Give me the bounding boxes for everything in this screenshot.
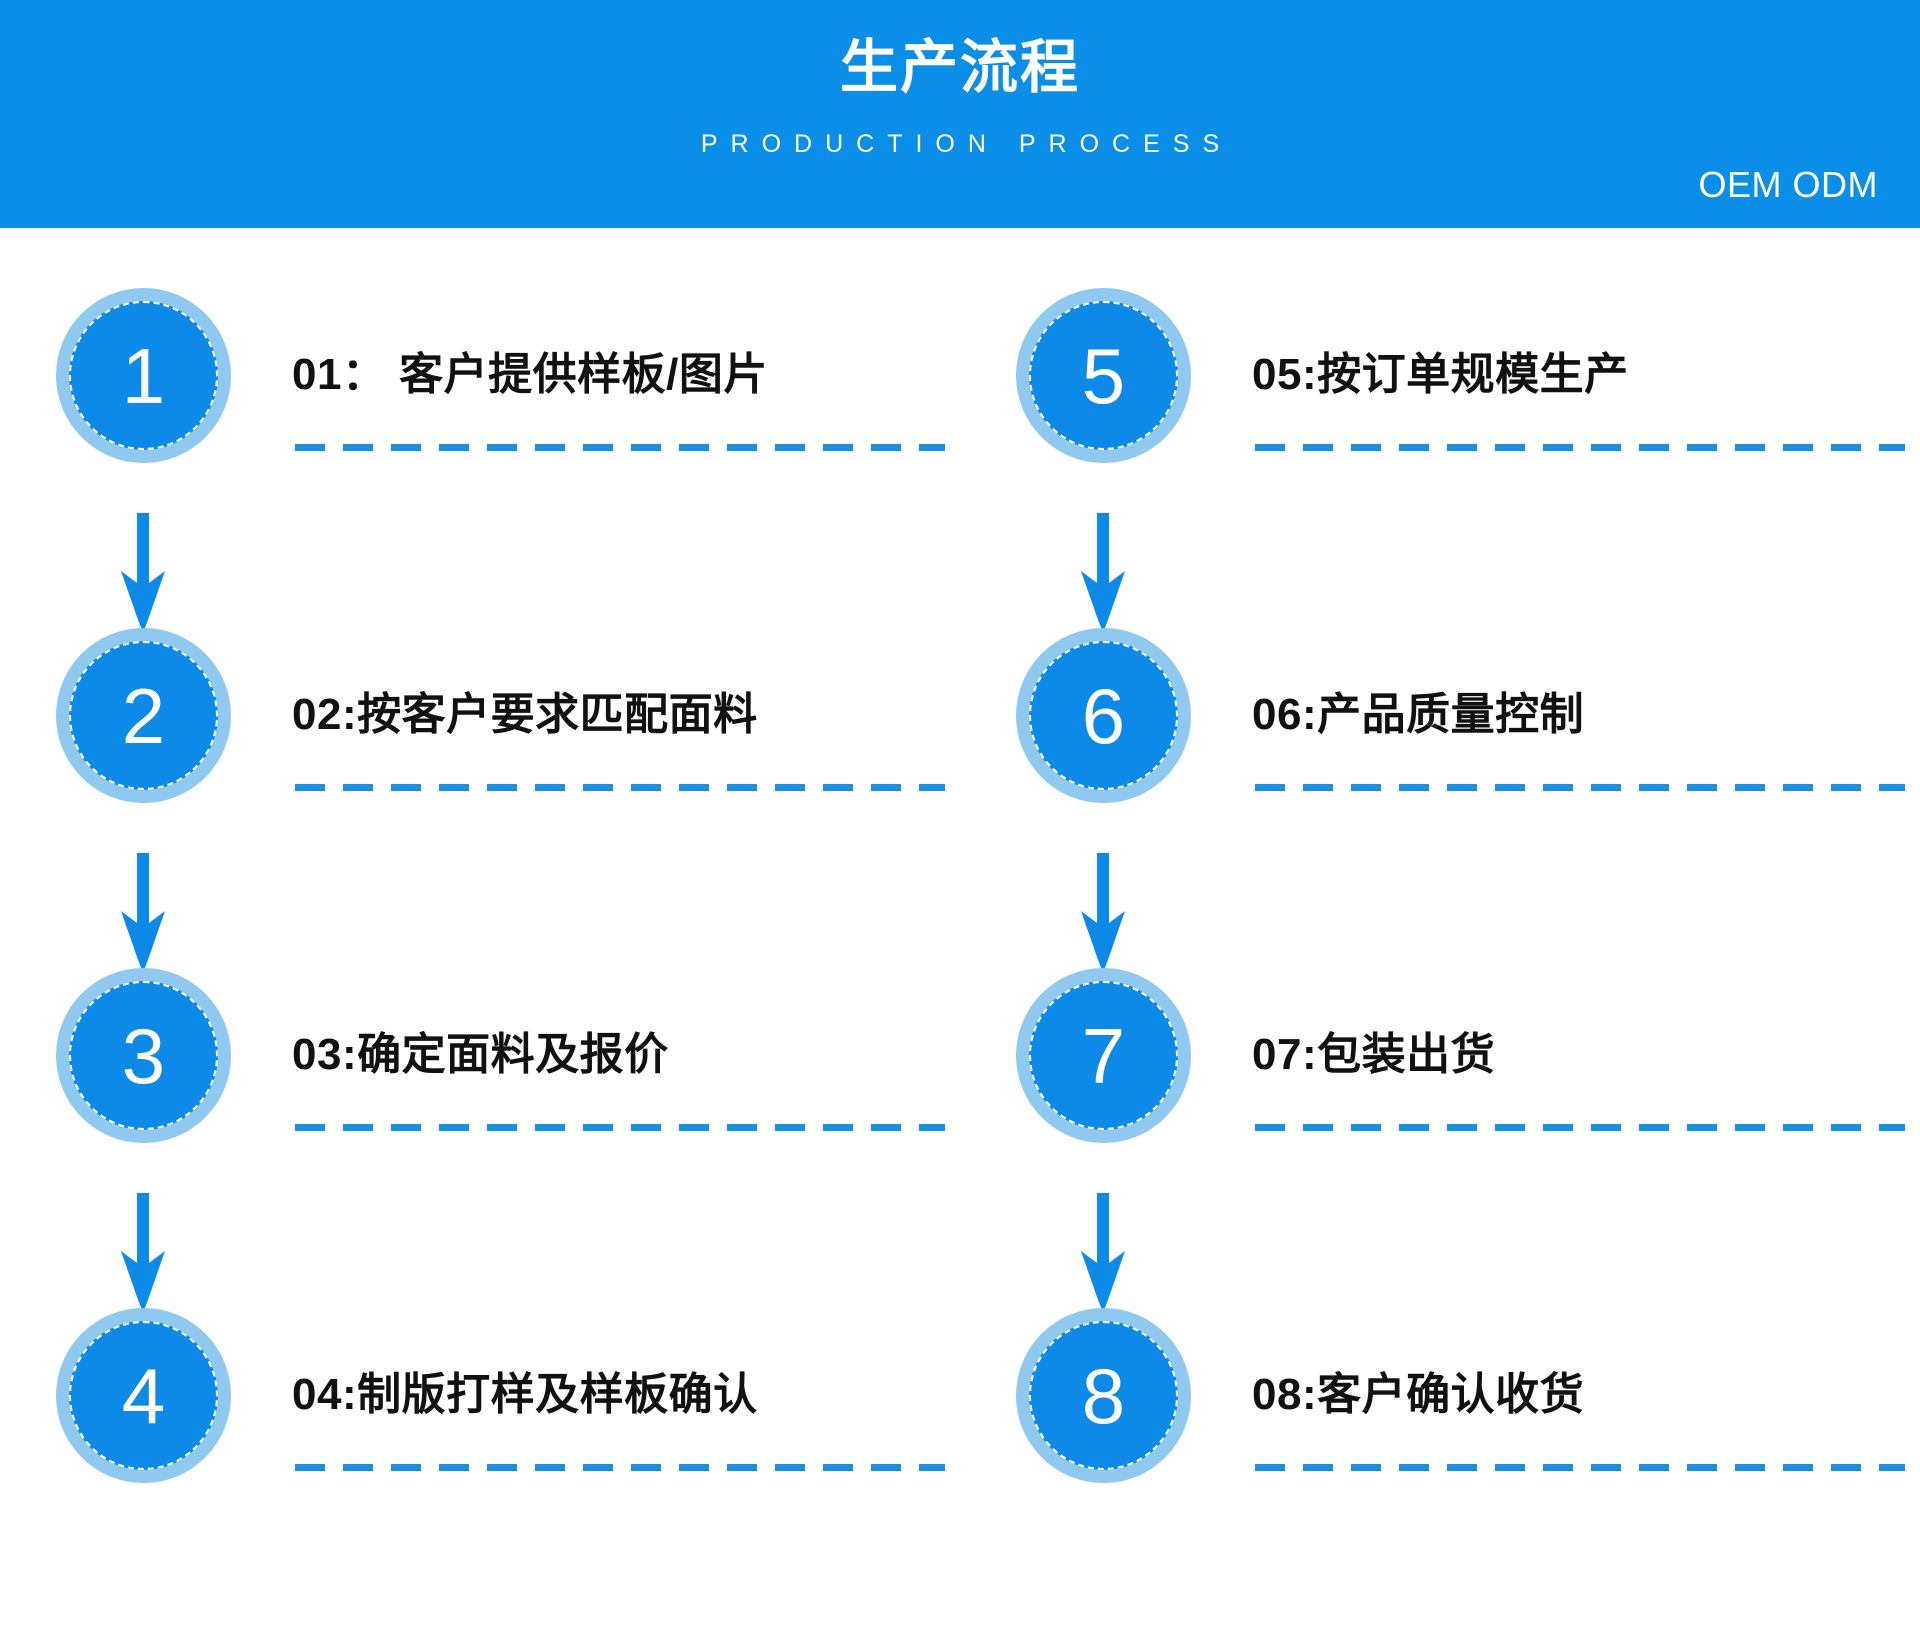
step-badge-core: 6 (1029, 641, 1178, 790)
step-badge: 7 (1016, 968, 1191, 1143)
step-label: 01： 客户提供样板/图片 (292, 350, 768, 399)
step-badge: 3 (56, 968, 231, 1143)
step-badge: 1 (56, 288, 231, 463)
step-badge-core: 7 (1029, 981, 1178, 1130)
step-number: 7 (1081, 1011, 1126, 1100)
process-step[interactable]: 1 01： 客户提供样板/图片 (0, 288, 960, 488)
header-banner: 生产流程 PRODUCTION PROCESS OEM ODM (0, 0, 1920, 228)
step-badge-core: 3 (69, 981, 218, 1130)
step-label: 06:产品质量控制 (1252, 690, 1585, 739)
process-step[interactable]: 4 04:制版打样及样板确认 (0, 1308, 960, 1508)
step-underline-dashed (295, 784, 945, 791)
step-badge: 4 (56, 1308, 231, 1483)
step-badge: 5 (1016, 288, 1191, 463)
flow-column-right: 5 05:按订单规模生产 6 06:产 (960, 228, 1920, 1630)
flow-arrow-down-icon (113, 513, 173, 633)
step-number: 8 (1081, 1351, 1126, 1440)
page-subtitle: PRODUCTION PROCESS (700, 130, 1233, 158)
step-underline-dashed (1255, 444, 1905, 451)
step-underline-dashed (1255, 784, 1905, 791)
step-label: 04:制版打样及样板确认 (292, 1370, 758, 1419)
step-badge-core: 2 (69, 641, 218, 790)
step-number: 2 (121, 671, 166, 760)
step-label: 07:包装出货 (1252, 1030, 1496, 1079)
step-underline-dashed (1255, 1464, 1905, 1471)
step-badge-core: 1 (69, 301, 218, 450)
step-underline-dashed (295, 1124, 945, 1131)
flow-arrow-down-icon (1073, 853, 1133, 973)
flow-column-left: 1 01： 客户提供样板/图片 2 0 (0, 228, 960, 1630)
flow-arrow-down-icon (113, 1193, 173, 1313)
process-step[interactable]: 6 06:产品质量控制 (960, 628, 1920, 828)
process-step[interactable]: 7 07:包装出货 (960, 968, 1920, 1168)
step-underline-dashed (1255, 1124, 1905, 1131)
step-badge-core: 8 (1029, 1321, 1178, 1470)
oem-odm-badge: OEM ODM (1698, 164, 1878, 205)
step-badge-core: 4 (69, 1321, 218, 1470)
process-step[interactable]: 3 03:确定面料及报价 (0, 968, 960, 1168)
flow-arrow-down-icon (113, 853, 173, 973)
flow-arrow-down-icon (1073, 513, 1133, 633)
step-badge: 6 (1016, 628, 1191, 803)
step-number: 3 (121, 1011, 166, 1100)
step-underline-dashed (295, 1464, 945, 1471)
step-label: 05:按订单规模生产 (1252, 350, 1629, 399)
step-badge: 2 (56, 628, 231, 803)
step-underline-dashed (295, 444, 945, 451)
process-step[interactable]: 5 05:按订单规模生产 (960, 288, 1920, 488)
flow-arrow-down-icon (1073, 1193, 1133, 1313)
process-step[interactable]: 8 08:客户确认收货 (960, 1308, 1920, 1508)
process-flow: 1 01： 客户提供样板/图片 2 0 (0, 228, 1920, 1630)
page-title: 生产流程 (839, 35, 1080, 100)
step-badge: 8 (1016, 1308, 1191, 1483)
step-number: 4 (121, 1351, 166, 1440)
step-number: 1 (121, 331, 166, 420)
step-badge-core: 5 (1029, 301, 1178, 450)
step-number: 6 (1081, 671, 1126, 760)
step-number: 5 (1081, 331, 1126, 420)
step-label: 02:按客户要求匹配面料 (292, 690, 758, 739)
step-label: 08:客户确认收货 (1252, 1370, 1585, 1419)
process-step[interactable]: 2 02:按客户要求匹配面料 (0, 628, 960, 828)
step-label: 03:确定面料及报价 (292, 1030, 669, 1079)
